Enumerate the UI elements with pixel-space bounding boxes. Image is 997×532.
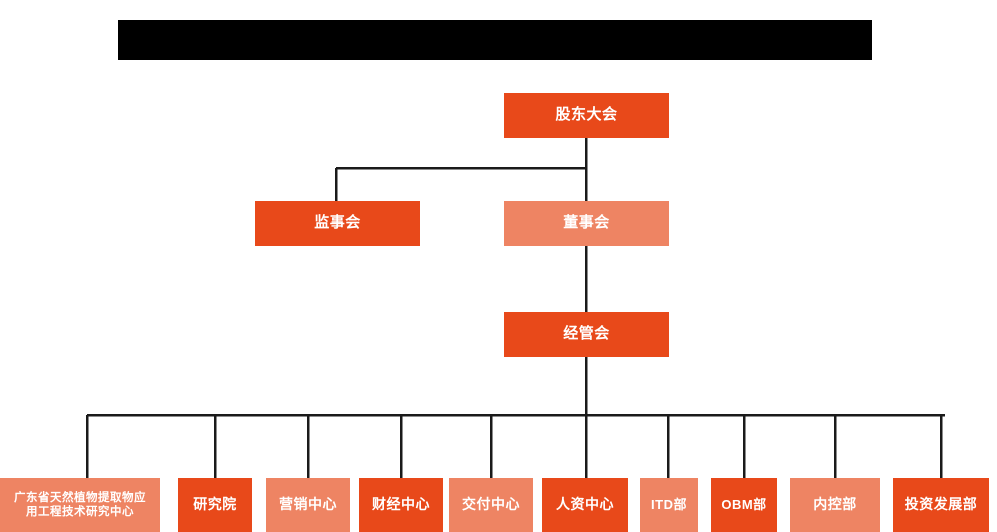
node-label-line-2: 用工程技术研究中心 (26, 506, 134, 518)
node-institute[interactable]: 研究院 (178, 478, 252, 532)
node-delivery-center[interactable]: 交付中心 (449, 478, 533, 532)
node-label: 监事会 (314, 214, 361, 232)
node-obm-department[interactable]: OBM部 (711, 478, 777, 532)
node-hr-center[interactable]: 人资中心 (542, 478, 628, 532)
node-internal-control-department[interactable]: 内控部 (790, 478, 880, 532)
redacted-title-bar (118, 20, 872, 60)
node-label: 经管会 (563, 325, 610, 343)
node-board-of-supervisors[interactable]: 监事会 (255, 201, 420, 246)
node-label: 内控部 (813, 496, 857, 513)
node-label: ITD部 (651, 496, 687, 512)
node-label: OBM部 (721, 496, 767, 512)
node-guangdong-research-center[interactable]: 广东省天然植物提取物应 用工程技术研究中心 (0, 478, 160, 532)
node-investment-development-department[interactable]: 投资发展部 (893, 478, 989, 532)
node-management-committee[interactable]: 经管会 (504, 312, 669, 357)
node-label: 股东大会 (555, 106, 618, 124)
node-label: 交付中心 (462, 496, 520, 513)
node-label-line-1: 广东省天然植物提取物应 (14, 491, 146, 504)
node-board-of-directors[interactable]: 董事会 (504, 201, 669, 246)
node-finance-center[interactable]: 财经中心 (359, 478, 443, 532)
node-itd-department[interactable]: ITD部 (640, 478, 698, 532)
node-marketing-center[interactable]: 营销中心 (266, 478, 350, 532)
node-label: 财经中心 (372, 496, 430, 513)
node-label: 投资发展部 (904, 496, 978, 513)
node-shareholders-meeting[interactable]: 股东大会 (504, 93, 669, 138)
node-label: 董事会 (563, 214, 610, 232)
node-label: 营销中心 (279, 496, 337, 513)
node-label: 人资中心 (556, 496, 614, 513)
node-label: 研究院 (193, 496, 237, 513)
